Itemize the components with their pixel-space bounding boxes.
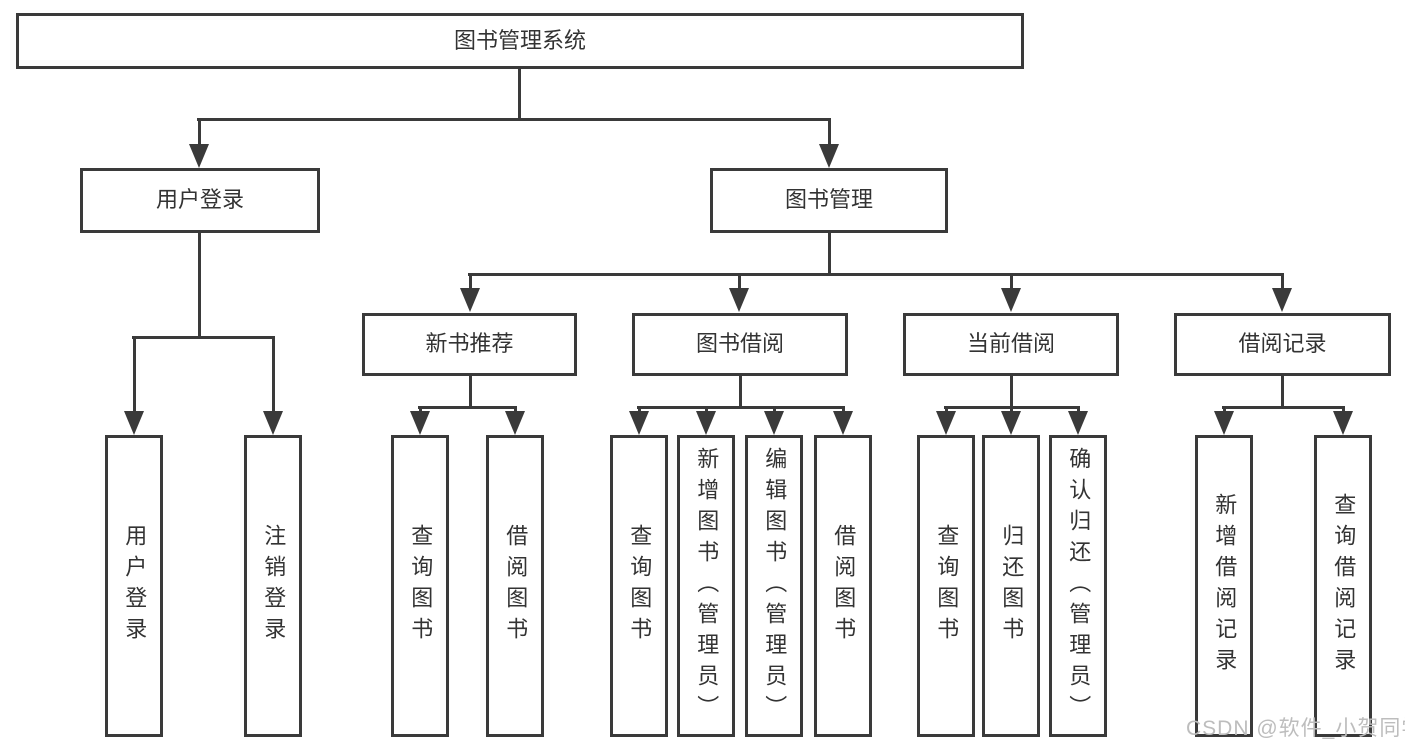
- arrowhead-icon: [936, 411, 956, 435]
- arrowhead-icon: [1068, 411, 1088, 435]
- leaf-label: 用户登录: [122, 524, 148, 648]
- leaf-add-book-admin: 新增图书（管理员）: [677, 435, 735, 737]
- connector-hline: [132, 336, 275, 339]
- connector-vline: [272, 336, 275, 413]
- leaf-query-borrow-record: 查询借阅记录: [1314, 435, 1372, 737]
- leaf-add-borrow-record: 新增借阅记录: [1195, 435, 1253, 737]
- leaf-logout: 注销登录: [244, 435, 302, 737]
- node-label: 图书借阅: [695, 331, 784, 357]
- arrowhead-icon: [1001, 288, 1021, 312]
- arrowhead-icon: [1001, 411, 1021, 435]
- connector-vline: [518, 68, 521, 118]
- arrowhead-icon: [833, 411, 853, 435]
- leaf-label: 确认归还（管理员）: [1066, 446, 1092, 726]
- arrowhead-icon: [189, 144, 209, 168]
- leaf-edit-book-admin: 编辑图书（管理员）: [745, 435, 803, 737]
- connector-vline: [773, 406, 776, 413]
- arrowhead-icon: [1214, 411, 1234, 435]
- connector-vline: [739, 376, 742, 406]
- csdn-watermark: CSDN @软件_小贺同学: [1186, 717, 1405, 740]
- connector-vline: [198, 233, 201, 336]
- leaf-label: 新增图书（管理员）: [694, 446, 720, 726]
- node-label: 新书推荐: [425, 331, 514, 357]
- connector-vline: [419, 406, 422, 413]
- node-label: 借阅记录: [1238, 331, 1327, 357]
- leaf-label: 借阅图书: [831, 524, 857, 648]
- connector-hline: [637, 406, 845, 409]
- arrowhead-icon: [460, 288, 480, 312]
- connector-vline: [1010, 406, 1013, 413]
- leaf-label: 查询图书: [627, 524, 653, 648]
- arrowhead-icon: [505, 411, 525, 435]
- connector-vline: [738, 273, 741, 290]
- node-new-book-recommend: 新书推荐: [362, 313, 577, 376]
- connector-vline: [1281, 376, 1284, 406]
- connector-hline: [944, 406, 1080, 409]
- arrowhead-icon: [729, 288, 749, 312]
- node-current-borrow: 当前借阅: [903, 313, 1119, 376]
- connector-hline: [197, 118, 831, 121]
- arrowhead-icon: [764, 411, 784, 435]
- connector-vline: [828, 233, 831, 273]
- connector-vline: [828, 118, 831, 146]
- leaf-label: 查询图书: [408, 524, 434, 648]
- arrowhead-icon: [124, 411, 144, 435]
- leaf-label: 查询借阅记录: [1331, 493, 1357, 679]
- arrowhead-icon: [696, 411, 716, 435]
- node-label: 图书管理系统: [453, 27, 586, 53]
- node-label: 当前借阅: [966, 331, 1055, 357]
- connector-vline: [1342, 406, 1345, 413]
- connector-hline: [418, 406, 517, 409]
- connector-vline: [1281, 273, 1284, 290]
- node-book-borrow: 图书借阅: [632, 313, 848, 376]
- connector-vline: [1010, 376, 1013, 406]
- leaf-label: 查询图书: [934, 524, 960, 648]
- node-root: 图书管理系统: [16, 13, 1024, 69]
- leaf-user-login: 用户登录: [105, 435, 163, 737]
- connector-vline: [1223, 406, 1226, 413]
- leaf-label: 编辑图书（管理员）: [762, 446, 788, 726]
- arrowhead-icon: [1272, 288, 1292, 312]
- connector-vline: [1077, 406, 1080, 413]
- node-label: 图书管理: [784, 187, 873, 213]
- leaf-label: 注销登录: [261, 524, 287, 648]
- arrowhead-icon: [819, 144, 839, 168]
- leaf-label: 归还图书: [999, 524, 1025, 648]
- connector-vline: [842, 406, 845, 413]
- leaf-confirm-return-admin: 确认归还（管理员）: [1049, 435, 1107, 737]
- connector-hline: [468, 273, 1284, 276]
- leaf-borrow-book-2: 借阅图书: [814, 435, 872, 737]
- arrowhead-icon: [263, 411, 283, 435]
- connector-vline: [469, 376, 472, 406]
- connector-hline: [1222, 406, 1345, 409]
- leaf-return-book: 归还图书: [982, 435, 1040, 737]
- leaf-borrow-book-1: 借阅图书: [486, 435, 544, 737]
- leaf-query-book-1: 查询图书: [391, 435, 449, 737]
- connector-vline: [133, 336, 136, 413]
- node-user-login: 用户登录: [80, 168, 320, 233]
- connector-vline: [514, 406, 517, 413]
- connector-vline: [638, 406, 641, 413]
- connector-vline: [198, 118, 201, 146]
- arrowhead-icon: [1333, 411, 1353, 435]
- node-label: 用户登录: [155, 187, 244, 213]
- leaf-query-book-2: 查询图书: [610, 435, 668, 737]
- node-book-management: 图书管理: [710, 168, 948, 233]
- node-borrow-record: 借阅记录: [1174, 313, 1391, 376]
- leaf-label: 借阅图书: [503, 524, 529, 648]
- connector-vline: [945, 406, 948, 413]
- connector-vline: [469, 273, 472, 290]
- arrowhead-icon: [410, 411, 430, 435]
- leaf-query-book-3: 查询图书: [917, 435, 975, 737]
- arrowhead-icon: [629, 411, 649, 435]
- leaf-label: 新增借阅记录: [1212, 493, 1238, 679]
- connector-vline: [1010, 273, 1013, 290]
- connector-vline: [705, 406, 708, 413]
